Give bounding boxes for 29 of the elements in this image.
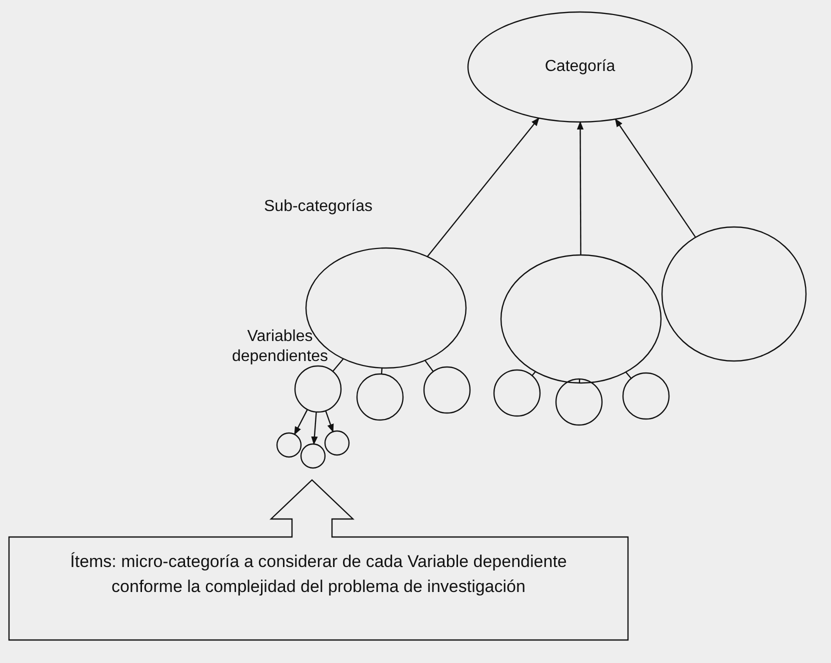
arrow [294,409,308,436]
arrow [426,118,540,258]
circle-node [555,378,603,426]
arrow [614,118,696,238]
category-ellipse [467,11,693,123]
circle-node [294,365,342,413]
circle-node [493,369,541,417]
text-label: Sub-categorías [264,197,373,217]
arrow [311,412,318,445]
connector-line [332,358,344,372]
connector-line [625,372,632,379]
circle-node [423,366,471,414]
connector-line [380,368,383,374]
callout-text: Ítems: micro-categoría a considerar de cada Variable dependiente conforme la complejidad del problema de investigación [69,551,568,598]
circle-node [300,443,326,469]
circle-node [276,432,302,458]
subcategory-ellipse [661,226,807,362]
connector-line [532,371,536,376]
connector-line [578,378,580,383]
circle-node [622,372,670,420]
arrow [576,121,584,255]
node-label: Categoría [544,58,616,76]
text-label: Variables dependientes [230,327,330,367]
subcategory-ellipse [500,254,662,384]
circle-node [324,430,350,456]
callout-box [8,479,629,641]
arrow [325,410,334,432]
circle-node [356,373,404,421]
connector-line [424,360,434,372]
